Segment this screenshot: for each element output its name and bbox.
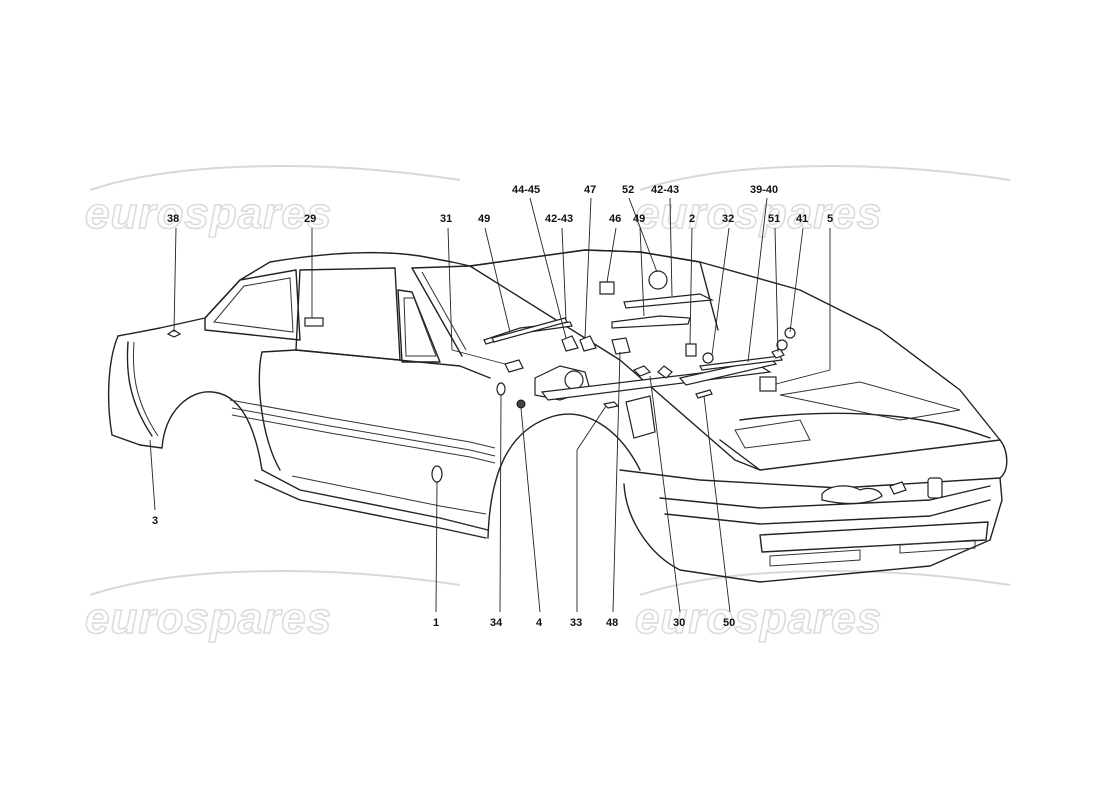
callout-33: 33 (570, 617, 582, 629)
leader-lines (149, 197, 831, 613)
callout-42-43-left: 42-43 (545, 213, 573, 225)
callout-46: 46 (609, 213, 621, 225)
callout-3: 3 (152, 515, 158, 527)
part-horn (821, 485, 883, 505)
callout-2: 2 (689, 213, 695, 225)
part-52-cap (648, 270, 668, 290)
watermark-text: eurospares (85, 594, 332, 643)
part-38-badge (166, 329, 182, 338)
part-30-bracket (632, 365, 652, 377)
callout-34: 34 (490, 617, 503, 629)
callout-50: 50 (723, 617, 735, 629)
callout-47: 47 (584, 184, 596, 196)
watermark-text: eurospares (635, 189, 882, 238)
watermark-top-right: eurospares (634, 165, 1011, 239)
part-44-45-pad (561, 335, 579, 352)
callout-51: 51 (768, 213, 780, 225)
part-49-wiper-blade-left (491, 317, 568, 343)
callout-31: 31 (440, 213, 452, 225)
callout-30: 30 (673, 617, 685, 629)
watermark-text: eurospares (635, 594, 882, 643)
callout-5: 5 (827, 213, 833, 225)
callout-42-43-right: 42-43 (651, 184, 679, 196)
car-body-outline (107, 249, 1008, 583)
watermark-bottom-right: eurospares (634, 570, 1011, 644)
part-49-wiper-arm-right (611, 315, 691, 329)
watermark-bottom-left: eurospares (84, 570, 461, 644)
part-horn-bracket (889, 481, 907, 495)
callout-38: 38 (167, 213, 179, 225)
part-46-block (599, 281, 615, 295)
part-32-nut (702, 352, 714, 364)
watermark-top-left: eurospares (84, 165, 461, 239)
part-34-bolt (496, 382, 506, 396)
callout-48: 48 (606, 617, 618, 629)
part-29-vent (304, 317, 324, 327)
callout-41: 41 (796, 213, 808, 225)
part-1-lock (431, 465, 443, 483)
callout-29: 29 (304, 213, 316, 225)
part-wiper-motor-cap (564, 370, 584, 390)
watermark-text: eurospares (85, 189, 332, 238)
part-front-canister (927, 477, 943, 499)
callout-labels: 38 29 31 49 44-45 42-43 47 46 52 42-43 4… (152, 184, 833, 629)
callout-39-40: 39-40 (750, 184, 778, 196)
parts-group (166, 270, 943, 505)
part-48-washer-bottle (625, 395, 656, 439)
part-39-40-rod (699, 355, 783, 371)
part-41-cap-a (776, 339, 788, 351)
part-5-box (759, 376, 777, 392)
part-4-clip (516, 399, 526, 409)
part-2-relay (685, 343, 697, 357)
part-42-43-wiper-blade (623, 293, 715, 309)
part-51-washer (771, 348, 785, 359)
part-49-wiper-arm-left (483, 321, 573, 345)
part-47-pad (579, 335, 597, 352)
part-41-cap-b (784, 327, 796, 339)
part-30-bracket-b (657, 365, 673, 379)
callout-52: 52 (622, 184, 634, 196)
part-48-reservoir (611, 337, 631, 355)
callout-1: 1 (433, 617, 439, 629)
callout-32: 32 (722, 213, 734, 225)
callout-4: 4 (536, 617, 543, 629)
part-50-clip (695, 389, 713, 399)
callout-49-right: 49 (633, 213, 645, 225)
part-33-bracket (602, 401, 620, 409)
part-31-mount (504, 359, 524, 373)
callout-49-left: 49 (478, 213, 490, 225)
callout-44-45: 44-45 (512, 184, 540, 196)
